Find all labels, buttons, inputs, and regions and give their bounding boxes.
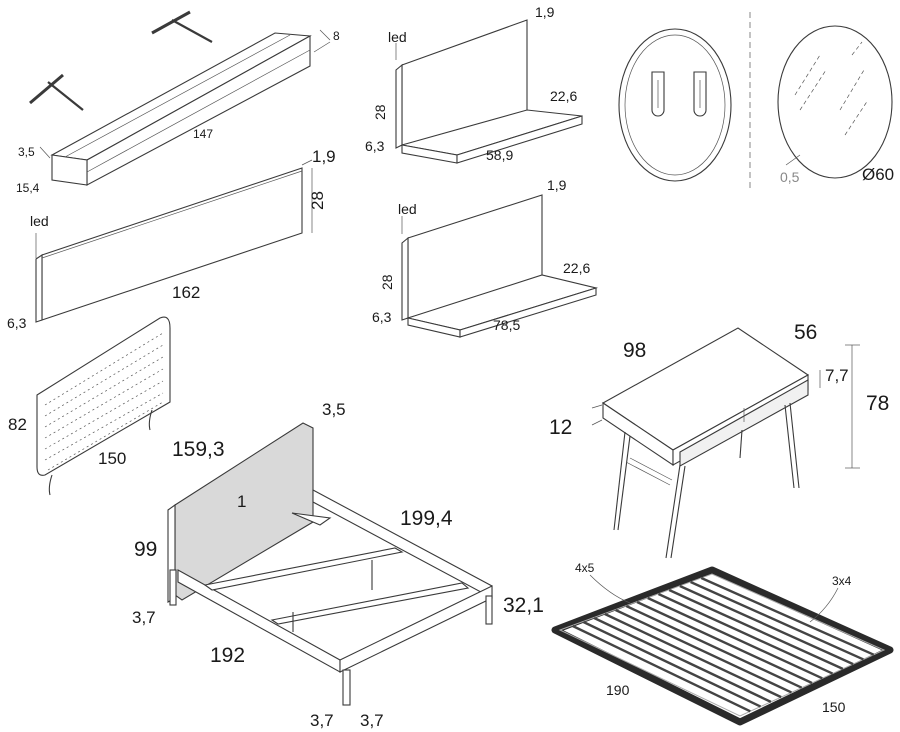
slat [679,584,854,666]
desk-drawer-label: 7,7 [825,366,849,385]
desk-top-label: 12 [549,416,572,439]
small-shelf-width-label: 58,9 [486,147,513,163]
led-panel-base-label: 6,3 [7,315,27,331]
slat [657,592,834,675]
slat [700,576,875,656]
small-shelf-depth-label: 22,6 [550,88,577,104]
desk-drawing: 98 56 7,7 12 78 [549,321,889,559]
small-shelf-thickness-label: 1,9 [535,4,555,20]
desk-height-label: 78 [866,392,889,415]
led-panel-thickness-label: 1,9 [312,147,336,166]
bed-width-label: 192 [210,644,245,667]
mirror-front-drawing: 0,5 Ø60 [777,25,894,185]
mirror-diameter-label: Ø60 [862,165,894,184]
mirror-back-drawing [618,28,732,182]
medium-shelf-thickness-label: 1,9 [547,177,567,193]
headboard-width-label: 150 [98,449,126,468]
small-shelf-base-label: 6,3 [365,138,385,154]
bed-headboard-part-label: 1 [237,492,246,511]
slats-group [572,576,875,713]
slatted-base-corner-b-label: 3x4 [832,574,852,588]
slat [615,608,792,694]
medium-shelf-width-label: 78,5 [493,317,520,333]
headboard-height-label: 82 [8,415,27,434]
slat [690,580,864,661]
slat [582,620,762,708]
wall-bracket-right [151,10,213,43]
medium-shelf-drawing: led 1,9 28 22,6 6,3 78,5 [372,177,599,338]
led-panel-drawing: led 1,9 28 162 6,3 [7,147,336,331]
shelf-length-label: 147 [193,127,213,141]
slat [647,596,823,680]
bed-length-label: 199,4 [400,507,453,530]
slatted-base-length-label: 190 [606,682,630,698]
slatted-base-corner-a-label: 4x5 [575,561,595,575]
desk-width-label: 98 [623,339,646,362]
slat [668,588,844,670]
small-shelf-drawing: led 1,9 28 22,6 6,3 58,9 [365,4,583,164]
led-panel-led-label: led [30,213,49,229]
bed-drawing: 159,3 3,5 1 199,4 99 32,1 3,7 192 3,7 3,… [132,400,544,730]
medium-shelf-height-label: 28 [379,274,395,290]
shelf-depth-label: 15,4 [16,181,40,195]
slat [625,604,803,689]
wall-bracket-left [29,73,84,111]
small-shelf-led-label: led [388,29,407,45]
slat [572,624,751,713]
slat [593,616,772,703]
bed-headboard-width-label: 159,3 [172,438,225,461]
medium-shelf-led-label: led [398,201,417,217]
headboard-drawing: 82 150 [8,316,171,496]
slat [604,612,782,699]
bed-headboard-top-label: 3,5 [322,400,346,419]
bed-height-label: 99 [134,538,157,561]
slatted-base-drawing: 4x5 3x4 190 150 [551,561,894,726]
shelf-thickness-label: 3,5 [18,145,35,159]
bed-foot-height-label: 32,1 [503,594,544,617]
mirror-frame-label: 0,5 [780,169,800,185]
medium-shelf-depth-label: 22,6 [563,260,590,276]
bed-leg-c-label: 3,7 [360,711,384,730]
slat [636,600,813,685]
medium-shelf-base-label: 6,3 [372,309,392,325]
bed-leg-a-label: 3,7 [132,608,156,627]
led-panel-length-label: 162 [172,283,200,302]
long-shelf-drawing: 147 8 3,5 15,4 [16,10,340,195]
led-panel-height-label: 28 [308,191,327,210]
small-shelf-height-label: 28 [372,104,388,120]
slatted-base-width-label: 150 [822,699,846,715]
shelf-height-label: 8 [333,29,340,43]
bed-leg-b-label: 3,7 [310,711,334,730]
desk-depth-label: 56 [794,321,817,344]
